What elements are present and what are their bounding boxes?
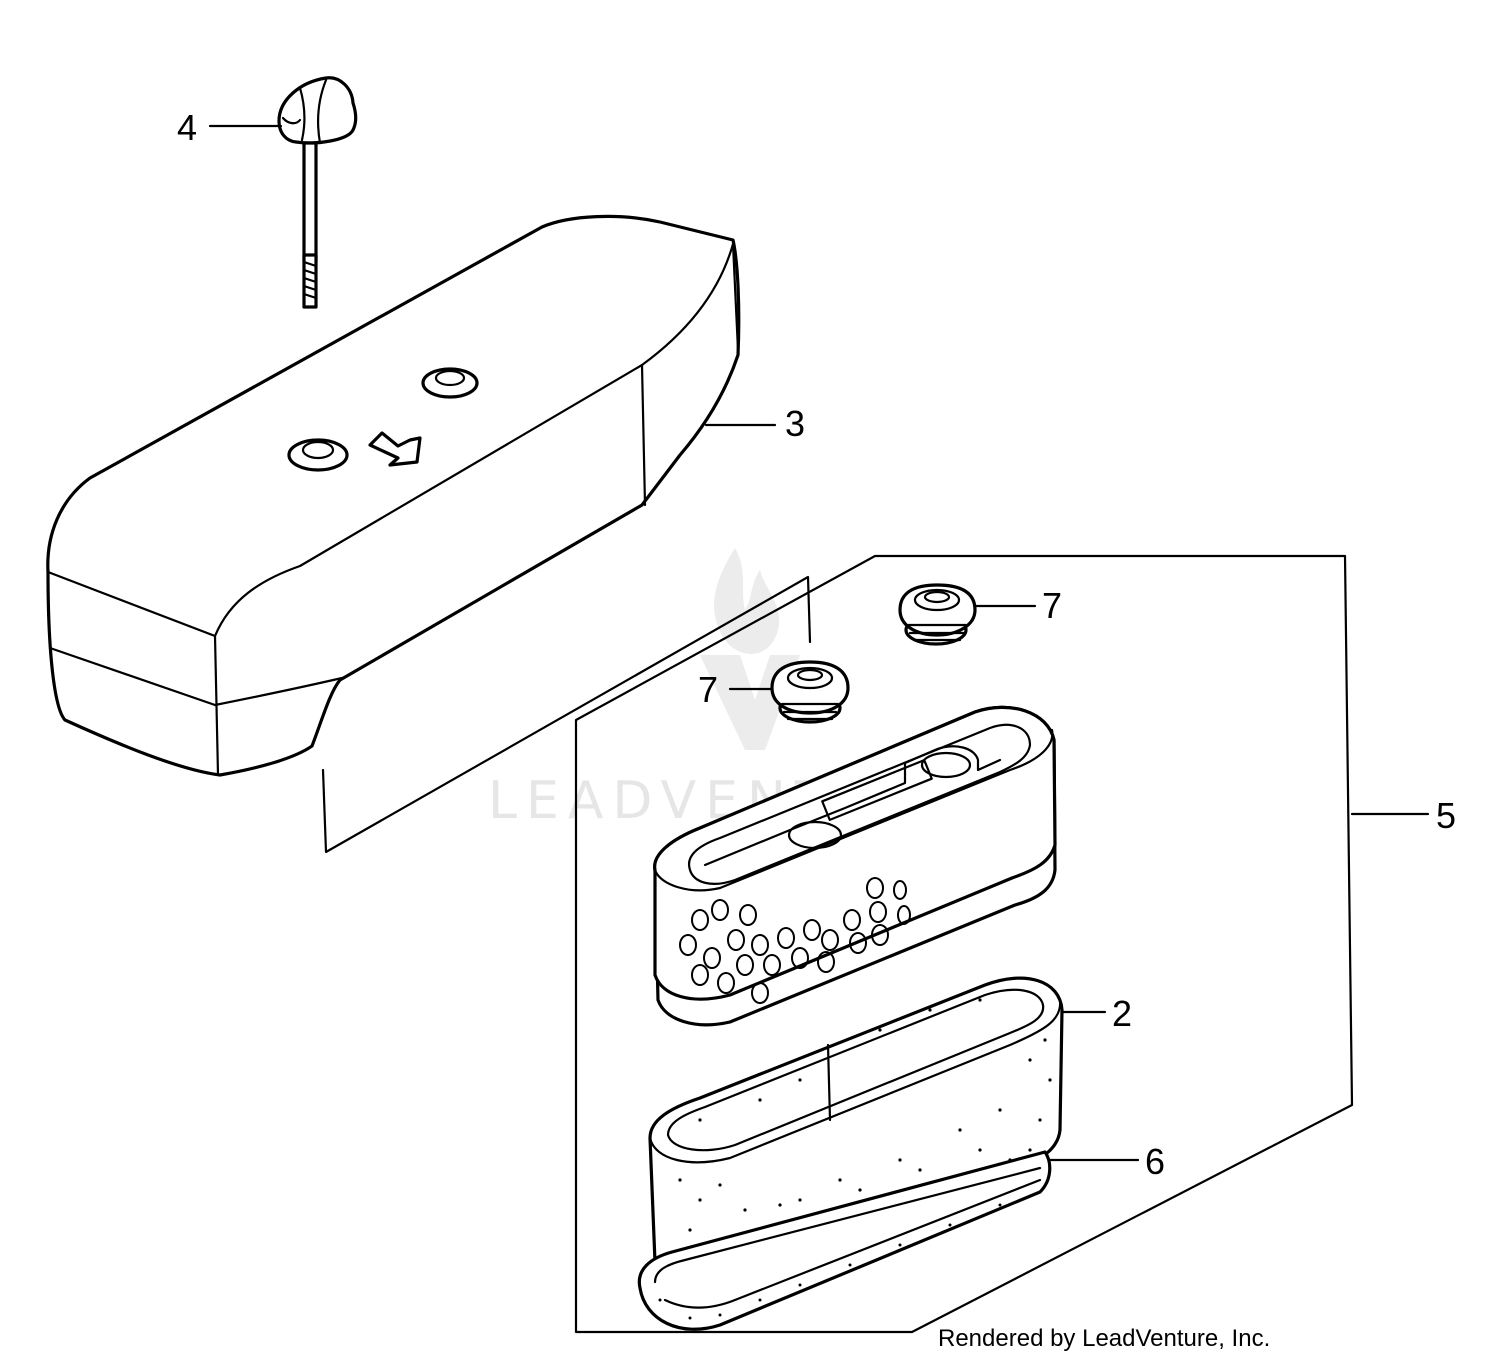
cover-assembly-bracket bbox=[321, 575, 812, 854]
direction-arrow-icon bbox=[368, 431, 422, 467]
filter-seal-part-6 bbox=[637, 1150, 1052, 1331]
callout-label-7-upper: 7 bbox=[1042, 585, 1062, 626]
callout-label-7-lower: 7 bbox=[698, 669, 718, 710]
callout-2: 2 bbox=[1060, 993, 1132, 1034]
grommet-part-7-lower bbox=[770, 660, 850, 724]
filter-assembly-bracket bbox=[574, 554, 1354, 1334]
cover-grommet bbox=[287, 438, 349, 472]
credit-text: Rendered by LeadVenture, Inc. bbox=[938, 1325, 1270, 1352]
callout-4: 4 bbox=[177, 107, 283, 148]
watermark-flame-icon bbox=[700, 548, 800, 750]
callout-5: 5 bbox=[1350, 795, 1456, 836]
callout-3: 3 bbox=[704, 403, 805, 444]
callout-label-2: 2 bbox=[1112, 993, 1132, 1034]
foam-pre-cleaner-part-2 bbox=[648, 976, 1064, 1290]
callout-label-3: 3 bbox=[785, 403, 805, 444]
filter-element bbox=[653, 705, 1057, 1027]
callout-label-4: 4 bbox=[177, 107, 197, 148]
callout-label-5: 5 bbox=[1436, 795, 1456, 836]
callout-7-lower: 7 bbox=[698, 669, 774, 710]
callout-6: 6 bbox=[1048, 1141, 1165, 1182]
callout-label-6: 6 bbox=[1145, 1141, 1165, 1182]
callout-7-upper: 7 bbox=[974, 585, 1062, 626]
grommet-part-7-upper bbox=[898, 583, 977, 646]
air-cleaner-cover-part-3 bbox=[46, 214, 741, 777]
cover-grommet bbox=[421, 367, 479, 399]
wing-bolt-part-4 bbox=[277, 76, 358, 309]
